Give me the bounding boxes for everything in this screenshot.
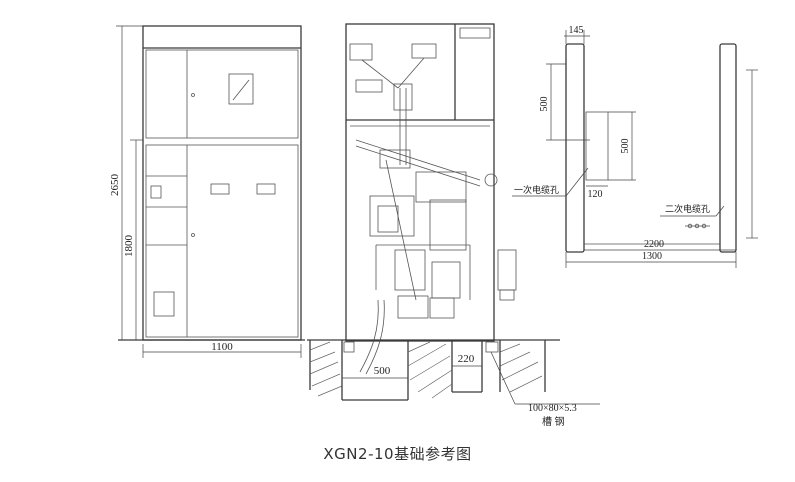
- indicator-right: [256, 183, 276, 195]
- steel-spec-label: 100×80×5.3: [528, 403, 577, 414]
- plan-view: 145 500 500 120 一次电缆孔 二次电缆孔 2200: [512, 25, 758, 268]
- dim-120-label: 120: [588, 189, 603, 200]
- meter-window: [228, 73, 254, 105]
- figure-caption: XGN2-10基础参考图: [323, 445, 472, 463]
- dim-500-plan-b-label: 500: [620, 139, 631, 154]
- indicator-mid: [210, 183, 230, 195]
- dim-1300-label: 1300: [642, 251, 662, 262]
- trench: 500 220 100×80×5.3 槽 钢: [309, 340, 600, 428]
- dim-2200-label: 2200: [644, 239, 664, 250]
- dim-145-label: 145: [569, 25, 584, 36]
- dim-220-trench-label: 220: [458, 353, 475, 365]
- primary-cable-hole-label: 一次电缆孔: [514, 184, 559, 195]
- dim-500-trench-label: 500: [374, 365, 391, 377]
- secondary-cable-hole-label: 二次电缆孔: [665, 203, 710, 214]
- cabinet-outline: [142, 25, 302, 341]
- dim-2650-label: 2650: [109, 174, 121, 197]
- steel-name-label: 槽 钢: [542, 415, 565, 428]
- lower-compartment: [145, 144, 299, 338]
- access-panel: [153, 291, 175, 317]
- plan-left-channel: [565, 43, 585, 253]
- primary-cable-hole: [585, 111, 609, 181]
- side-section: [307, 23, 560, 375]
- plan-right-channel: [719, 43, 737, 253]
- dim-1100-label: 1100: [211, 341, 233, 353]
- upper-compartment: [145, 49, 299, 139]
- side-cabinet-outline: [345, 23, 495, 342]
- dim-500-plan-a-label: 500: [539, 97, 550, 112]
- dim-1800-label: 1800: [123, 235, 135, 258]
- indicator-left: [150, 185, 162, 199]
- front-view: 2650 1800 1100: [109, 25, 305, 358]
